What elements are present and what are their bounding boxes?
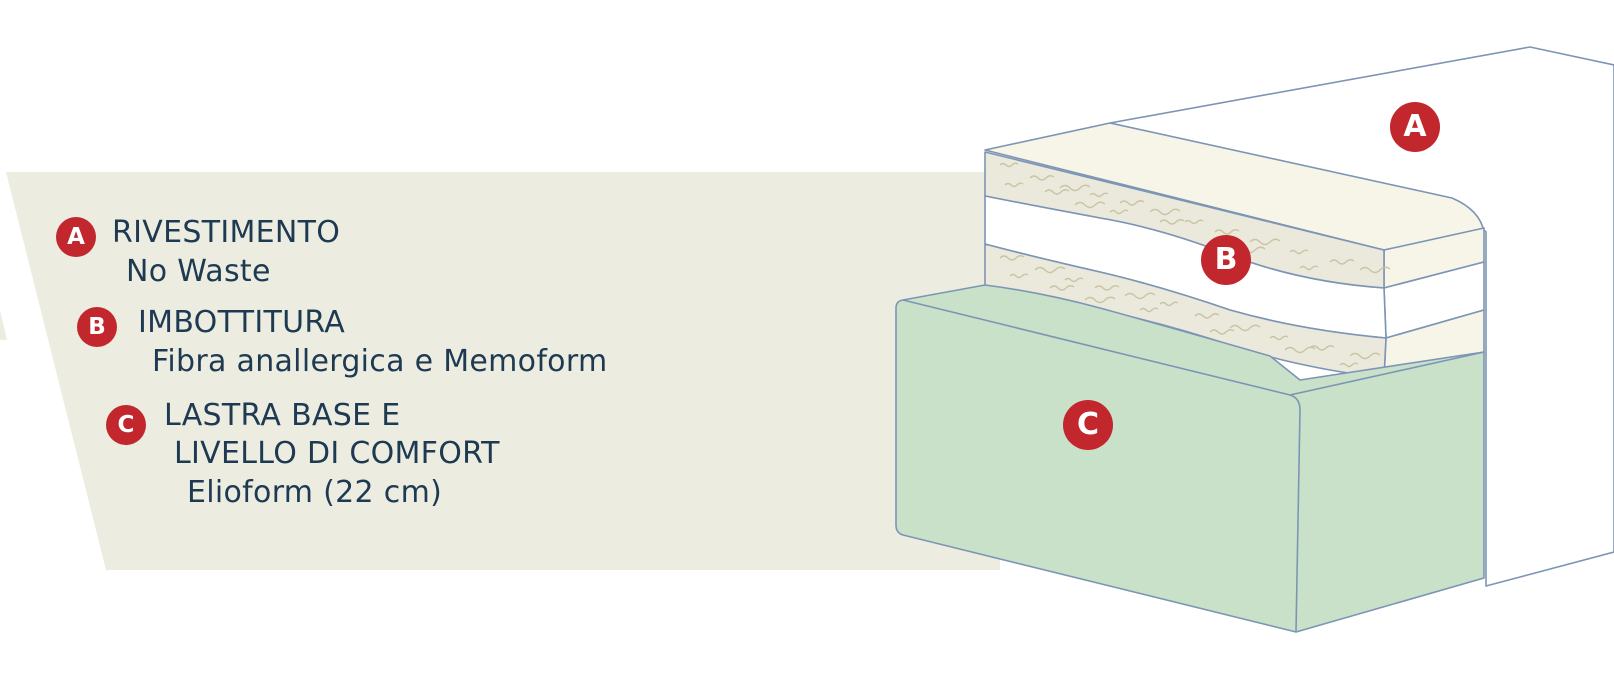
legend-title-base-line2: LIVELLO DI COMFORT — [174, 436, 500, 471]
fiber-squiggle — [1184, 219, 1204, 225]
fiber-squiggle — [1359, 266, 1391, 274]
diagram-badge-base: C — [1063, 400, 1113, 450]
diagram-badge-cover: A — [1390, 102, 1440, 152]
legend-detail-padding: Fibra anallergica e Memoform — [152, 344, 608, 379]
base-foam-edge — [902, 299, 1485, 633]
fiber-squiggle — [1159, 219, 1185, 225]
fiber-squiggle — [1349, 352, 1381, 360]
fiber-squiggle — [1159, 301, 1179, 307]
fiber-squiggle — [1299, 265, 1319, 271]
fiber-squiggle — [1029, 175, 1055, 181]
fiber-squiggle — [1229, 324, 1261, 332]
legend-badge-b: B — [77, 307, 117, 347]
legend-panel — [6, 172, 1000, 570]
fiber-squiggle — [1094, 285, 1120, 291]
fiber-squiggle — [1329, 259, 1355, 265]
fiber-squiggle — [1284, 346, 1316, 354]
fiber-squiggle — [1209, 329, 1235, 335]
fiber-squiggle — [1084, 296, 1116, 304]
fiber-squiggle — [1059, 184, 1091, 192]
fiber-texture — [999, 162, 1391, 368]
fiber-squiggle — [1034, 266, 1066, 274]
fiber-squiggle — [1249, 238, 1281, 246]
fiber-squiggle — [1009, 273, 1029, 279]
fiber-squiggle — [1044, 189, 1070, 195]
legend-detail-base: Elioform (22 cm) — [187, 475, 443, 510]
fiber-squiggle — [1194, 313, 1220, 319]
legend-detail-cover: No Waste — [126, 254, 271, 289]
fiber-squiggle — [1124, 292, 1156, 300]
fiber-squiggle — [1214, 229, 1240, 235]
legend-title-base-line1: LASTRA BASE E — [164, 398, 401, 433]
fiber-squiggle — [1004, 182, 1024, 188]
fiber-squiggle — [1119, 200, 1145, 206]
fiber-squiggle — [1339, 362, 1359, 368]
legend-title-padding: IMBOTTITURA — [138, 305, 346, 340]
diagram-badge-padding: B — [1201, 235, 1251, 285]
fiber-squiggle — [1049, 285, 1075, 291]
legend-badge-a: A — [56, 217, 96, 257]
layer-legend: A RIVESTIMENTO No Waste B IMBOTTITURA Fi… — [56, 215, 608, 510]
fiber-squiggle — [1064, 277, 1084, 283]
fiber-squiggle — [1309, 345, 1335, 351]
fiber-squiggle — [1149, 208, 1181, 216]
legend-title-cover: RIVESTIMENTO — [112, 215, 341, 250]
legend-badge-c: C — [106, 405, 146, 445]
fiber-squiggle — [1269, 335, 1289, 341]
fiber-squiggle — [1139, 307, 1159, 313]
fiber-squiggle — [1074, 201, 1106, 209]
fiber-squiggle — [999, 162, 1019, 168]
panel-edge-sliver — [0, 310, 7, 340]
fiber-squiggle — [1089, 192, 1109, 198]
fiber-squiggle — [1109, 209, 1129, 215]
base-foam-block — [895, 284, 1485, 633]
fiber-squiggle — [999, 255, 1025, 261]
fiber-squiggle — [1289, 249, 1309, 255]
